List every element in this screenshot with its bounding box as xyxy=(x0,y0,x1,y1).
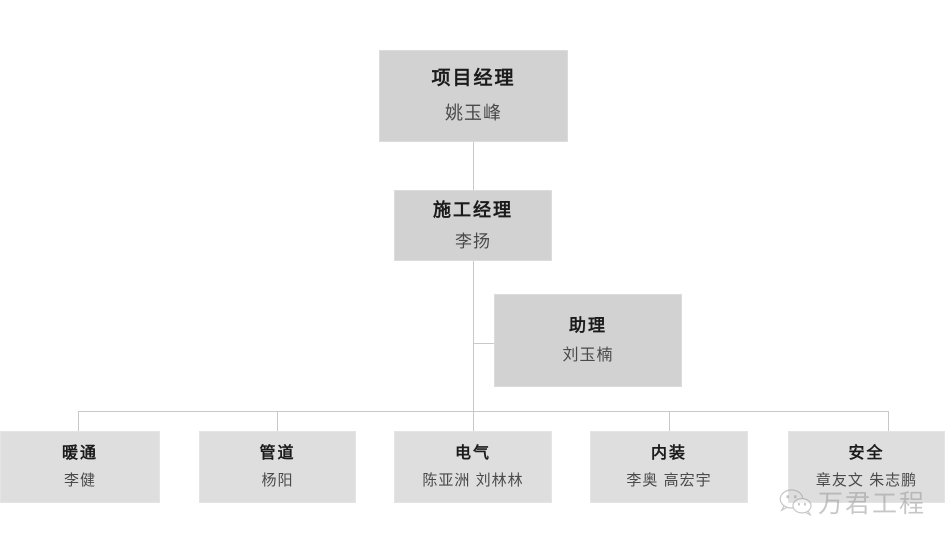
node-project-manager[interactable]: 项目经理 姚玉峰 xyxy=(379,50,568,142)
node-hvac[interactable]: 暖通 李健 xyxy=(0,431,160,503)
connector-drop-interior xyxy=(669,411,670,431)
connector-drop-piping xyxy=(277,411,278,431)
node-title: 施工经理 xyxy=(433,200,513,221)
node-title: 项目经理 xyxy=(431,68,516,90)
node-person: 陈亚洲 刘林林 xyxy=(422,471,524,489)
node-person: 李扬 xyxy=(455,231,491,251)
node-person: 章友文 朱志鹏 xyxy=(815,471,918,489)
connector-drop-safety xyxy=(888,411,889,431)
connector-discipline-bus xyxy=(78,411,888,412)
node-person: 姚玉峰 xyxy=(445,103,502,124)
node-piping[interactable]: 管道 杨阳 xyxy=(199,431,356,503)
node-construction-manager[interactable]: 施工经理 李扬 xyxy=(394,190,552,261)
node-title: 管道 xyxy=(259,444,296,462)
node-title: 暖通 xyxy=(61,444,98,462)
node-assistant[interactable]: 助理 刘玉楠 xyxy=(494,294,682,387)
node-interior[interactable]: 内装 李奥 高宏宇 xyxy=(590,431,748,503)
connector-drop-hvac xyxy=(78,411,79,431)
node-title: 安全 xyxy=(848,444,885,462)
node-person: 李健 xyxy=(63,471,96,489)
node-safety[interactable]: 安全 章友文 朱志鹏 xyxy=(788,431,945,503)
connector-construction-to-assistant xyxy=(473,343,495,344)
node-title: 内装 xyxy=(650,444,687,462)
node-title: 助理 xyxy=(569,315,607,335)
connector-drop-electrical xyxy=(473,411,474,431)
connector-project-to-construction xyxy=(473,141,474,191)
node-person: 李奥 高宏宇 xyxy=(626,471,712,489)
node-title: 电气 xyxy=(454,444,491,462)
node-person: 杨阳 xyxy=(261,471,294,489)
node-person: 刘玉楠 xyxy=(562,347,614,365)
node-electrical[interactable]: 电气 陈亚洲 刘林林 xyxy=(394,431,552,503)
connector-construction-trunk xyxy=(473,260,474,412)
